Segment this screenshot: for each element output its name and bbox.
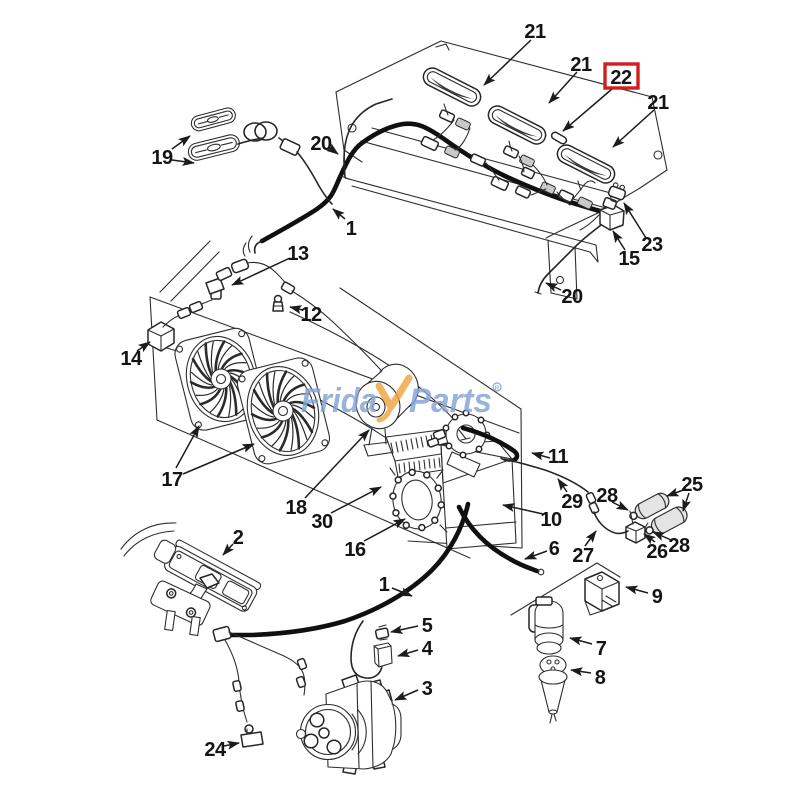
svg-text:11: 11 — [548, 446, 569, 468]
svg-text:18: 18 — [285, 497, 307, 519]
svg-text:30: 30 — [311, 511, 333, 533]
svg-text:26: 26 — [646, 541, 668, 563]
svg-text:20: 20 — [561, 286, 583, 308]
svg-text:16: 16 — [344, 539, 366, 561]
svg-text:28: 28 — [596, 485, 618, 507]
svg-text:21: 21 — [570, 54, 592, 76]
svg-text:R: R — [495, 385, 500, 392]
svg-text:21: 21 — [647, 92, 669, 114]
svg-text:19: 19 — [151, 147, 173, 169]
svg-text:2: 2 — [233, 527, 244, 549]
svg-text:23: 23 — [641, 234, 663, 256]
svg-text:28: 28 — [668, 535, 690, 557]
svg-text:1: 1 — [379, 574, 390, 596]
svg-text:21: 21 — [524, 21, 546, 43]
svg-text:29: 29 — [561, 491, 583, 513]
svg-text:14: 14 — [120, 348, 143, 370]
svg-text:4: 4 — [422, 638, 434, 660]
svg-text:10: 10 — [540, 509, 562, 531]
svg-text:13: 13 — [287, 243, 309, 265]
svg-text:25: 25 — [681, 474, 703, 496]
svg-text:22: 22 — [610, 67, 632, 89]
svg-text:27: 27 — [572, 545, 594, 567]
svg-text:20: 20 — [310, 133, 332, 155]
svg-text:12: 12 — [300, 304, 322, 326]
svg-text:7: 7 — [596, 638, 607, 660]
svg-text:17: 17 — [161, 469, 183, 491]
svg-text:1: 1 — [346, 218, 357, 240]
svg-text:Parts: Parts — [409, 382, 492, 420]
svg-text:15: 15 — [618, 248, 640, 270]
svg-text:Frida: Frida — [301, 382, 377, 420]
svg-text:6: 6 — [549, 538, 560, 560]
svg-text:5: 5 — [422, 615, 433, 637]
svg-text:24: 24 — [204, 739, 227, 761]
svg-text:3: 3 — [422, 678, 433, 700]
svg-text:8: 8 — [595, 667, 606, 689]
svg-text:9: 9 — [652, 586, 663, 608]
